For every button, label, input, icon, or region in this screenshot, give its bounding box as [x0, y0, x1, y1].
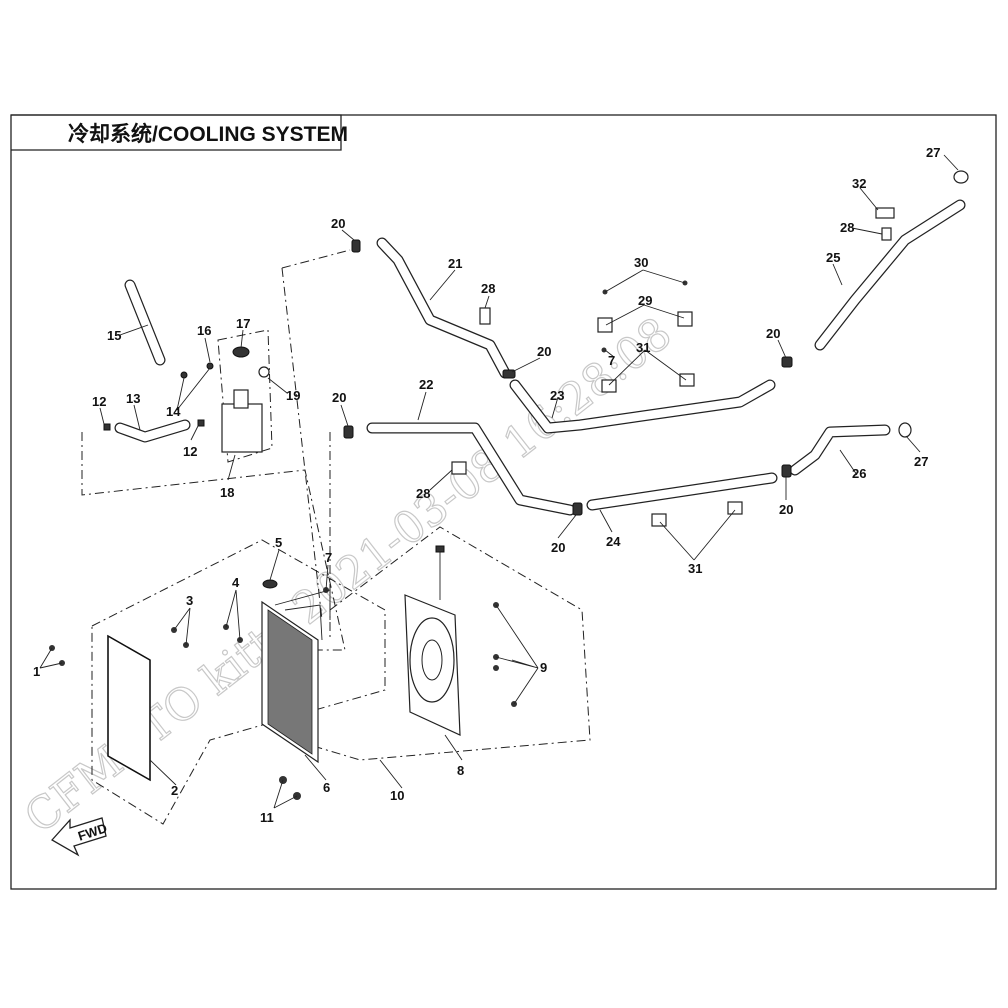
cap-27-top	[953, 170, 969, 184]
radiator-group-outline	[91, 539, 386, 825]
overflow-tube-15	[124, 279, 166, 366]
clamp-20-f	[781, 356, 793, 368]
callout-30: 30	[634, 255, 648, 270]
callout-9: 9	[540, 660, 547, 675]
clamp-20-e	[781, 464, 792, 478]
callout-12a: 12	[92, 394, 106, 409]
watermark: CFMOTO kitty 2021-03-08 16:28:08	[15, 308, 681, 844]
sleeve-31-d	[727, 501, 743, 515]
callout-7a: 7	[325, 550, 332, 565]
callout-1: 1	[33, 664, 40, 679]
sleeve-31-c	[651, 513, 667, 527]
radiator-screen	[107, 634, 151, 782]
callout-31b: 31	[688, 561, 702, 576]
callout-17: 17	[236, 316, 250, 331]
callout-20e: 20	[779, 502, 793, 517]
callout-14: 14	[166, 404, 181, 419]
cap-27-right	[898, 422, 912, 438]
callout-20c: 20	[332, 390, 346, 405]
clamp-20-c	[343, 425, 354, 439]
callout-5: 5	[275, 535, 282, 550]
callout-3: 3	[186, 593, 193, 608]
diagram-title: 冷却系统/COOLING SYSTEM	[68, 122, 348, 146]
sleeve-31-a	[601, 379, 617, 393]
hose-26	[789, 424, 891, 476]
clamp-20-d	[572, 502, 583, 516]
callout-32: 32	[852, 176, 866, 191]
reservoir-box	[217, 329, 273, 463]
callout-20d: 20	[551, 540, 565, 555]
coolant-reservoir	[103, 346, 270, 453]
callout-22: 22	[419, 377, 433, 392]
callout-20b: 20	[537, 344, 551, 359]
callout-4: 4	[232, 575, 240, 590]
clip-28-a	[479, 307, 491, 325]
callout-28b: 28	[416, 486, 430, 501]
bracket-32	[875, 207, 895, 219]
cooling-fan	[404, 545, 461, 736]
callout-18: 18	[220, 485, 234, 500]
hose-24	[586, 472, 778, 511]
callout-26: 26	[852, 466, 866, 481]
radiator-hose-lines	[274, 589, 331, 641]
callout-15: 15	[107, 328, 121, 343]
bracket-29-a	[597, 317, 613, 333]
hose-21	[376, 237, 511, 379]
callout-20f: 20	[766, 326, 780, 341]
callout-21: 21	[448, 256, 462, 271]
hose-23	[509, 379, 776, 434]
callout-25: 25	[826, 250, 840, 265]
callout-7b: 7	[608, 353, 615, 368]
hose-25	[814, 199, 966, 351]
callout-10: 10	[390, 788, 404, 803]
callout-28a: 28	[481, 281, 495, 296]
sleeve-31-b	[679, 373, 695, 387]
callout-20a: 20	[331, 216, 345, 231]
hose-22	[366, 422, 576, 516]
callout-13: 13	[126, 391, 140, 406]
callout-11: 11	[260, 810, 274, 825]
hose-13	[114, 419, 191, 443]
clip-28-b	[451, 461, 467, 475]
diagram-border	[10, 114, 997, 890]
callout-27a: 27	[926, 145, 940, 160]
clip-28-c	[881, 227, 892, 241]
fan-group-outline	[309, 526, 591, 761]
callout-labels: 1 2 3 4 5 6 7 7 8 9 10 11 12 12 13 14 15…	[33, 145, 940, 825]
callout-8: 8	[457, 763, 464, 778]
callout-16: 16	[197, 323, 211, 338]
callout-31a: 31	[636, 340, 650, 355]
callout-29: 29	[638, 293, 652, 308]
callout-2: 2	[171, 783, 178, 798]
bracket-29-b	[677, 311, 693, 327]
callout-23: 23	[550, 388, 564, 403]
title-box	[11, 114, 342, 151]
callout-12b: 12	[183, 444, 197, 459]
callout-27b: 27	[914, 454, 928, 469]
clamp-20-a	[351, 239, 361, 253]
callout-28c: 28	[840, 220, 854, 235]
callout-24: 24	[606, 534, 621, 549]
fwd-arrow-icon: FWD	[50, 817, 109, 857]
callout-6: 6	[323, 780, 330, 795]
leader-lines	[39, 154, 959, 809]
radiator	[261, 579, 319, 764]
callout-19: 19	[286, 388, 300, 403]
